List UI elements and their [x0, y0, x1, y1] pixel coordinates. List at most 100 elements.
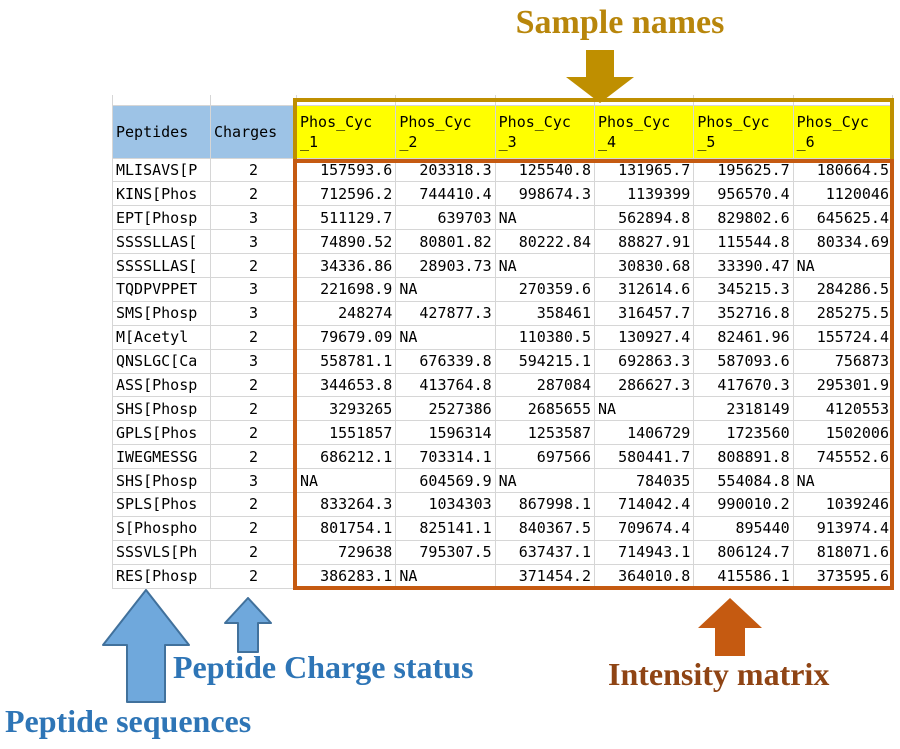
intensity-cell[interactable]: 2318149	[693, 396, 794, 422]
intensity-cell[interactable]: 829802.6	[693, 205, 794, 231]
intensity-cell[interactable]: 1551857	[295, 420, 397, 446]
peptide-cell[interactable]: QNSLGC[Ca	[112, 348, 211, 374]
intensity-cell[interactable]: 373595.6	[792, 563, 894, 589]
intensity-cell[interactable]: 639703	[395, 205, 496, 231]
intensity-cell[interactable]: 4120553	[792, 396, 894, 422]
intensity-cell[interactable]: 88827.91	[593, 229, 695, 255]
intensity-cell[interactable]: 913974.4	[792, 515, 894, 541]
intensity-cell[interactable]: 825141.1	[395, 515, 496, 541]
peptide-cell[interactable]: SHS[Phosp	[112, 468, 211, 493]
peptide-cell[interactable]: KINS[Phos	[112, 181, 211, 207]
intensity-cell[interactable]: 562894.8	[593, 205, 695, 231]
peptide-cell[interactable]: GPLS[Phos	[112, 420, 211, 446]
intensity-cell[interactable]: 285275.5	[792, 300, 894, 326]
intensity-cell[interactable]: 784035	[593, 468, 695, 493]
intensity-cell[interactable]: 756873	[792, 348, 894, 374]
intensity-cell[interactable]: 676339.8	[395, 348, 496, 374]
intensity-cell[interactable]: 33390.47	[693, 253, 794, 278]
intensity-cell[interactable]: 427877.3	[395, 300, 496, 326]
intensity-cell[interactable]: 3293265	[295, 396, 397, 422]
intensity-cell[interactable]: 744410.4	[395, 181, 496, 207]
intensity-cell[interactable]: 358461	[494, 300, 595, 326]
peptides-column-header[interactable]: Peptides	[112, 104, 211, 159]
charge-cell[interactable]: 2	[210, 539, 297, 565]
charge-cell[interactable]: 3	[210, 348, 297, 374]
intensity-cell[interactable]: 990010.2	[693, 491, 794, 517]
intensity-cell[interactable]: 1723560	[693, 420, 794, 446]
charge-cell[interactable]: 3	[210, 300, 297, 326]
intensity-cell[interactable]: 312614.6	[593, 276, 695, 302]
intensity-cell[interactable]: 867998.1	[494, 491, 595, 517]
intensity-cell[interactable]: 729638	[295, 539, 397, 565]
intensity-cell[interactable]: NA	[395, 276, 496, 302]
intensity-cell[interactable]: 808891.8	[693, 444, 794, 470]
intensity-cell[interactable]: 248274	[295, 300, 397, 326]
charge-cell[interactable]: 2	[210, 181, 297, 207]
intensity-cell[interactable]: NA	[494, 468, 595, 493]
intensity-cell[interactable]: 352716.8	[693, 300, 794, 326]
intensity-cell[interactable]: 795307.5	[395, 539, 496, 565]
charges-column-header[interactable]: Charges	[210, 104, 297, 159]
intensity-cell[interactable]: 956570.4	[693, 181, 794, 207]
intensity-cell[interactable]: 998674.3	[494, 181, 595, 207]
intensity-cell[interactable]: 511129.7	[295, 205, 397, 231]
intensity-cell[interactable]: 558781.1	[295, 348, 397, 374]
intensity-cell[interactable]: 637437.1	[494, 539, 595, 565]
sample-column-header[interactable]: Phos_Cyc_1	[295, 104, 397, 159]
peptide-cell[interactable]: MLISAVS[P	[112, 157, 211, 183]
intensity-cell[interactable]: 125540.8	[494, 157, 595, 183]
sample-column-header[interactable]: Phos_Cyc_2	[395, 104, 496, 159]
intensity-cell[interactable]: 686212.1	[295, 444, 397, 470]
intensity-cell[interactable]: 155724.4	[792, 324, 894, 350]
intensity-cell[interactable]: 80222.84	[494, 229, 595, 255]
intensity-cell[interactable]: 2685655	[494, 396, 595, 422]
intensity-cell[interactable]: NA	[494, 205, 595, 231]
charge-cell[interactable]: 2	[210, 372, 297, 398]
charge-cell[interactable]: 3	[210, 468, 297, 493]
intensity-cell[interactable]: 1039246	[792, 491, 894, 517]
intensity-cell[interactable]: 692863.3	[593, 348, 695, 374]
intensity-cell[interactable]: NA	[395, 324, 496, 350]
intensity-cell[interactable]: 587093.6	[693, 348, 794, 374]
intensity-cell[interactable]: 115544.8	[693, 229, 794, 255]
intensity-cell[interactable]: 79679.09	[295, 324, 397, 350]
charge-cell[interactable]: 3	[210, 205, 297, 231]
peptide-cell[interactable]: TQDPVPPET	[112, 276, 211, 302]
intensity-cell[interactable]: 34336.86	[295, 253, 397, 278]
intensity-cell[interactable]: 203318.3	[395, 157, 496, 183]
peptide-cell[interactable]: EPT[Phosp	[112, 205, 211, 231]
intensity-cell[interactable]: 80334.69	[792, 229, 894, 255]
intensity-cell[interactable]: 28903.73	[395, 253, 496, 278]
charge-cell[interactable]: 2	[210, 324, 297, 350]
charge-cell[interactable]: 2	[210, 253, 297, 278]
intensity-cell[interactable]: 295301.9	[792, 372, 894, 398]
intensity-cell[interactable]: 580441.7	[593, 444, 695, 470]
intensity-cell[interactable]: 1139399	[593, 181, 695, 207]
intensity-cell[interactable]: 594215.1	[494, 348, 595, 374]
peptide-cell[interactable]: SPLS[Phos	[112, 491, 211, 517]
intensity-cell[interactable]: NA	[295, 468, 397, 493]
intensity-cell[interactable]: 604569.9	[395, 468, 496, 493]
intensity-cell[interactable]: 709674.4	[593, 515, 695, 541]
sample-column-header[interactable]: Phos_Cyc_6	[792, 104, 894, 159]
charge-cell[interactable]: 2	[210, 563, 297, 589]
peptide-cell[interactable]: S[Phospho	[112, 515, 211, 541]
intensity-cell[interactable]: 1502006	[792, 420, 894, 446]
peptide-cell[interactable]: SSSVLS[Ph	[112, 539, 211, 565]
intensity-cell[interactable]: 130927.4	[593, 324, 695, 350]
charge-cell[interactable]: 2	[210, 515, 297, 541]
intensity-cell[interactable]: 221698.9	[295, 276, 397, 302]
intensity-cell[interactable]: 286627.3	[593, 372, 695, 398]
intensity-cell[interactable]: NA	[792, 253, 894, 278]
intensity-cell[interactable]: 180664.5	[792, 157, 894, 183]
charge-cell[interactable]: 3	[210, 229, 297, 255]
intensity-cell[interactable]: 745552.6	[792, 444, 894, 470]
intensity-cell[interactable]: 386283.1	[295, 563, 397, 589]
intensity-cell[interactable]: 697566	[494, 444, 595, 470]
intensity-cell[interactable]: 840367.5	[494, 515, 595, 541]
charge-cell[interactable]: 2	[210, 396, 297, 422]
intensity-cell[interactable]: NA	[792, 468, 894, 493]
peptide-cell[interactable]: SHS[Phosp	[112, 396, 211, 422]
intensity-cell[interactable]: NA	[395, 563, 496, 589]
intensity-cell[interactable]: 895440	[693, 515, 794, 541]
